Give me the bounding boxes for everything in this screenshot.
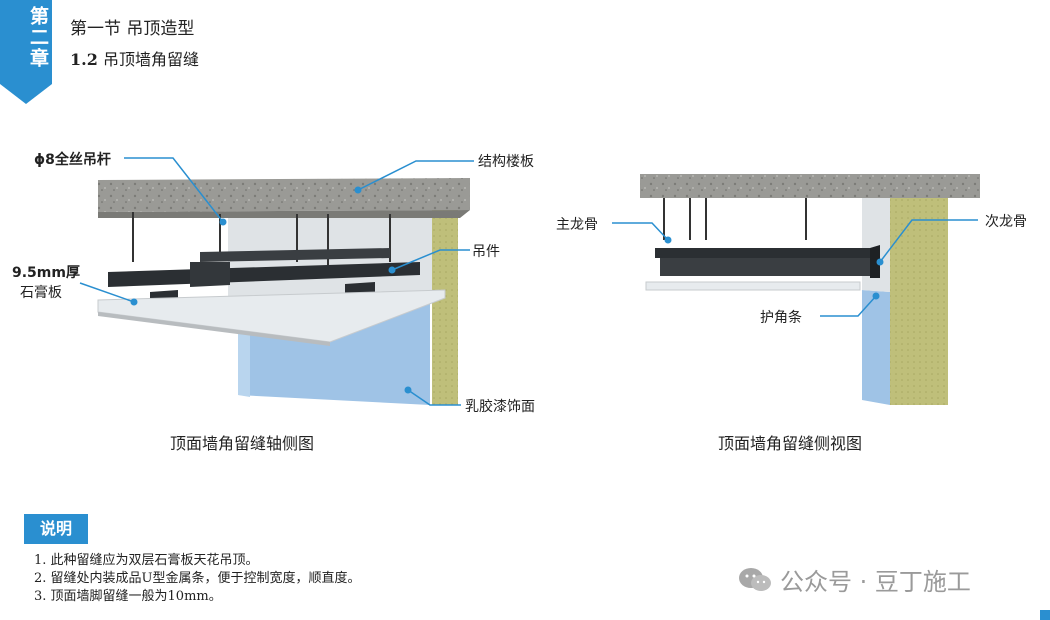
sub-title-number: 1.2 bbox=[70, 50, 98, 69]
chapter-label: 第二章 bbox=[27, 6, 49, 69]
ceiling-diagrams bbox=[79, 157, 980, 406]
watermark-text: 公众号 · 豆丁施工 bbox=[780, 568, 971, 596]
note-item: 3. 顶面墙脚留缝一般为10mm。 bbox=[34, 589, 222, 604]
note-item: 2. 留缝处内装成品U型金属条，便于控制宽度，顺直度。 bbox=[34, 571, 361, 586]
label-structural-slab: 结构楼板 bbox=[478, 154, 534, 170]
gypsum-board bbox=[97, 289, 446, 343]
structural-slab bbox=[98, 178, 470, 212]
label-board-thickness: 9.5mm厚 bbox=[12, 265, 80, 281]
label-gypsum-board: 石膏板 bbox=[20, 285, 62, 301]
corner-accent bbox=[1040, 610, 1050, 620]
label-sub-keel: 次龙骨 bbox=[985, 214, 1027, 230]
notes-list: 1. 此种留缝应为双层石膏板天花吊顶。 2. 留缝处内装成品U型金属条，便于控制… bbox=[34, 552, 361, 606]
left-axonometric-diagram bbox=[97, 178, 470, 405]
watermark: 公众号 · 豆丁施工 bbox=[738, 562, 971, 597]
notes-title: 说明 bbox=[24, 514, 88, 544]
label-latex-paint: 乳胶漆饰面 bbox=[465, 399, 535, 415]
main-keel-left bbox=[108, 262, 420, 287]
label-corner-strip: 护角条 bbox=[760, 310, 802, 326]
side-gypsum-board bbox=[645, 281, 861, 291]
side-insulation bbox=[890, 198, 948, 405]
side-wall bbox=[862, 290, 890, 405]
wall-insulation bbox=[432, 206, 458, 405]
label-hanger-rod: ϕ8全丝吊杆 bbox=[34, 152, 111, 168]
left-diagram-caption: 顶面墙角留缝轴侧图 bbox=[170, 434, 315, 453]
side-slab bbox=[640, 174, 980, 198]
sub-title-text: 吊顶墙角留缝 bbox=[102, 50, 199, 69]
note-item: 1. 此种留缝应为双层石膏板天花吊顶。 bbox=[34, 553, 259, 568]
right-diagram-caption: 顶面墙角留缝侧视图 bbox=[718, 434, 863, 453]
label-hanger: 吊件 bbox=[472, 244, 500, 260]
wechat-icon bbox=[739, 567, 771, 591]
chapter-tab: 第二章 bbox=[0, 0, 52, 104]
sub-title: 1.2 吊顶墙角留缝 bbox=[70, 46, 199, 70]
section-title: 第一节 吊顶造型 bbox=[70, 19, 195, 39]
side-main-keel bbox=[655, 248, 870, 258]
label-main-keel: 主龙骨 bbox=[556, 217, 598, 233]
right-side-view-diagram bbox=[640, 174, 980, 405]
